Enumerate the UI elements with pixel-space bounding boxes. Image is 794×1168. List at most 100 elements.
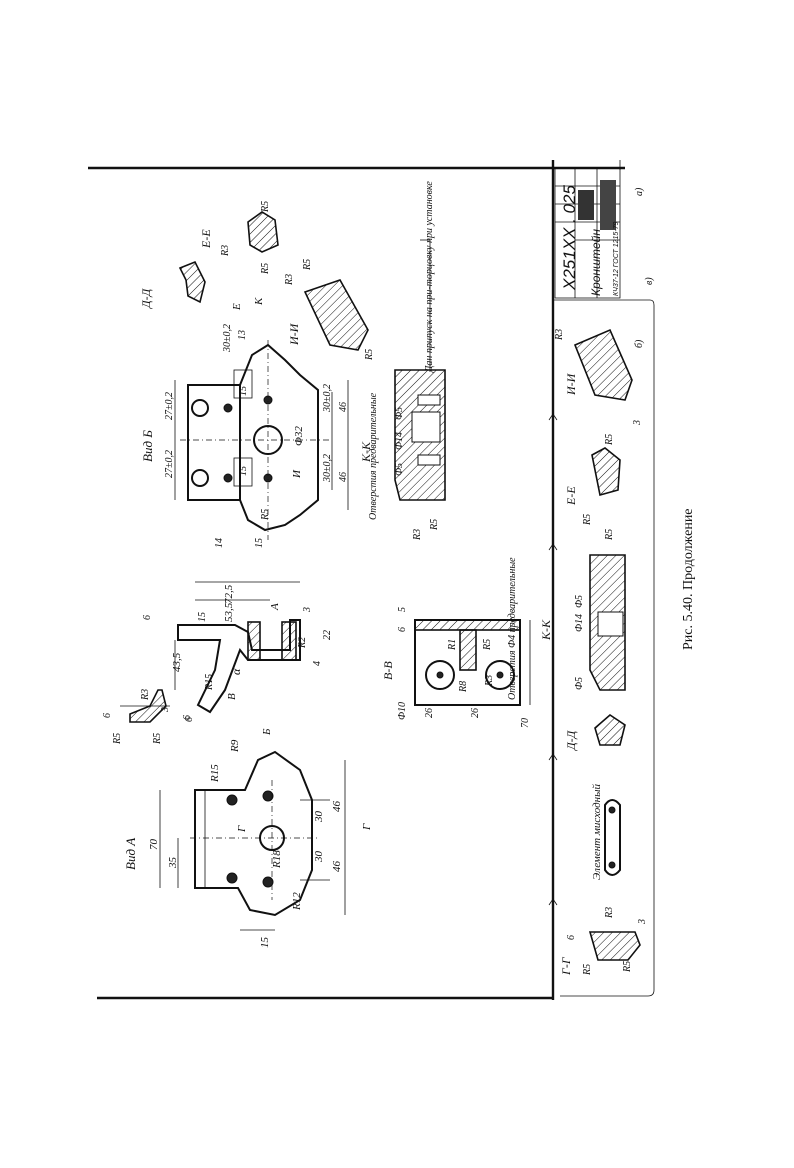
dim-4: 4: [312, 661, 323, 666]
dim-3: 3: [632, 420, 643, 426]
radius-r18: R18: [271, 850, 283, 869]
holes-note: Отверстия предварительные: [368, 392, 379, 520]
dim-15: 15: [259, 937, 271, 949]
section-d-d-label: Д-Д: [564, 729, 578, 751]
diameter-10: Ф10: [397, 702, 408, 720]
dim-30: 30: [313, 811, 325, 824]
radius-r15: R15: [204, 674, 215, 691]
dim-27: 27±0,2: [164, 450, 175, 478]
diameter-5: Ф5: [574, 595, 585, 608]
dim-15: 15: [254, 538, 265, 548]
designation-text: Х251ХХ . 025: [560, 185, 579, 291]
dim-label: 6: [182, 715, 193, 720]
dim-label: 6: [102, 713, 113, 718]
dim-6: 6: [142, 615, 153, 620]
dim-30: 30±0,2: [222, 324, 233, 353]
radius-r12: R12: [291, 892, 303, 911]
diameter-5: Ф5: [574, 677, 585, 690]
radius-r5: R5: [622, 961, 633, 973]
dim-3: 3: [637, 919, 648, 925]
dim-15: 15: [197, 612, 208, 622]
dim-27: 27±0,2: [164, 392, 175, 420]
dim-35: 35: [167, 857, 179, 870]
radius-r3: R3: [412, 529, 423, 541]
view-b-label: Вид Б: [140, 430, 155, 462]
section-v-v: В-В 26 26 70 6 5 Ф10 R1 R5 R8 R3 Отверст…: [381, 557, 531, 728]
side-view: 72,5 53,5 43,5 15 6 6 3 22 4 R15 R2 А Б …: [142, 581, 333, 736]
label-v: В: [226, 693, 238, 700]
radius-r5: R5: [582, 964, 593, 976]
radius-r5: R5: [604, 434, 615, 446]
diameter-14: Ф14: [574, 614, 585, 632]
radius-r5: R5: [604, 529, 615, 541]
radius-r3: R3: [604, 907, 615, 919]
dim-15: 15: [238, 466, 249, 476]
dim-46: 46: [338, 472, 349, 482]
radius-r5: R5: [302, 259, 313, 271]
radius-r5: R5: [260, 201, 271, 213]
section-k-k-label: К-К: [539, 619, 553, 641]
radius-label: R5: [152, 733, 163, 745]
section-i-i-label: И-И: [287, 322, 301, 346]
dim-6: 6: [184, 717, 195, 722]
dim-46: 46: [338, 402, 349, 412]
radius-r1: R1: [447, 639, 458, 651]
section-d-d-label: Д-Д: [139, 287, 153, 309]
allowance-note: Дан припуск на при-торцовку при установк…: [424, 181, 435, 373]
sheet-frame: [88, 160, 655, 1000]
radius-r9: R9: [229, 739, 241, 753]
dim-72-5: 72,5: [223, 584, 235, 604]
diameter-32: Ф32: [293, 426, 305, 446]
section-d-d-top: Д-Д: [139, 260, 206, 309]
radius-label: R5: [112, 733, 123, 745]
radius-r5: R5: [582, 514, 593, 526]
dim-30: 30±0,2: [322, 384, 333, 413]
dim-3: 3: [302, 607, 313, 613]
section-mark-i: И: [291, 469, 303, 479]
radius-r2: R2: [297, 637, 308, 649]
radius-label: R3: [140, 689, 151, 701]
section-v-v-label: В-В: [381, 661, 395, 680]
radius-r3: R3: [554, 329, 565, 341]
section-g-g: Г-Г R5 R3 R5 6 3: [559, 907, 648, 976]
dim-30: 30: [313, 851, 325, 864]
dim-26: 26: [470, 708, 481, 718]
section-i-i-top: И-И R3 R5 R5 Дан припуск на при-торцовку…: [284, 181, 435, 373]
title-block: Х251ХХ . 025 Кронштейн КЧ37-12 ГОСТ 1215…: [554, 167, 655, 348]
break-marks: [548, 413, 558, 906]
part-name-text: Кронштейн: [589, 229, 603, 296]
radius-r5: R5: [482, 639, 493, 651]
dim-43-5: 43,5: [171, 652, 183, 672]
section-mark-e: Е: [231, 303, 243, 311]
section-mark-g: Г: [361, 823, 373, 831]
section-g-g-label: Г-Г: [559, 956, 573, 976]
dim-70: 70: [148, 839, 160, 851]
section-k-k: К-К: [359, 441, 373, 463]
view-a: Вид А 70 35 46 30 30 46 15 R9 R15 R18 R1…: [123, 739, 373, 948]
label-alpha: α: [229, 668, 243, 675]
radius-r3: R3: [220, 245, 231, 257]
radius-r5: R5: [260, 263, 271, 275]
section-e-e-label: Е-Е: [564, 486, 578, 506]
mark-a: а): [634, 187, 645, 196]
label-a: А: [269, 603, 281, 611]
dim-26: 26: [424, 708, 435, 718]
section-k-k-right: Отверстия предварительные Ф5 Ф14 Ф5 R3 R…: [368, 369, 446, 541]
dim-5: 5: [397, 607, 408, 612]
label-b: Б: [261, 728, 273, 736]
dim-22: 22: [322, 630, 333, 640]
mark-c: в): [644, 277, 655, 285]
dim-46: 46: [331, 861, 343, 873]
dim-53-5: 53,5: [223, 602, 235, 622]
diameter-5: Ф5: [394, 407, 405, 420]
view-a-label: Вид А: [123, 838, 138, 870]
dim-14: 14: [214, 538, 225, 548]
dim-70: 70: [520, 718, 531, 728]
radius-r5: R5: [260, 509, 271, 521]
dim-label: 3: [160, 707, 171, 713]
radius-r15: R15: [209, 764, 221, 783]
section-mark-g: Г: [236, 825, 248, 833]
section-i-i-label: И-И: [564, 372, 578, 396]
material-text: КЧ37-12 ГОСТ 1215-79: [613, 221, 620, 296]
